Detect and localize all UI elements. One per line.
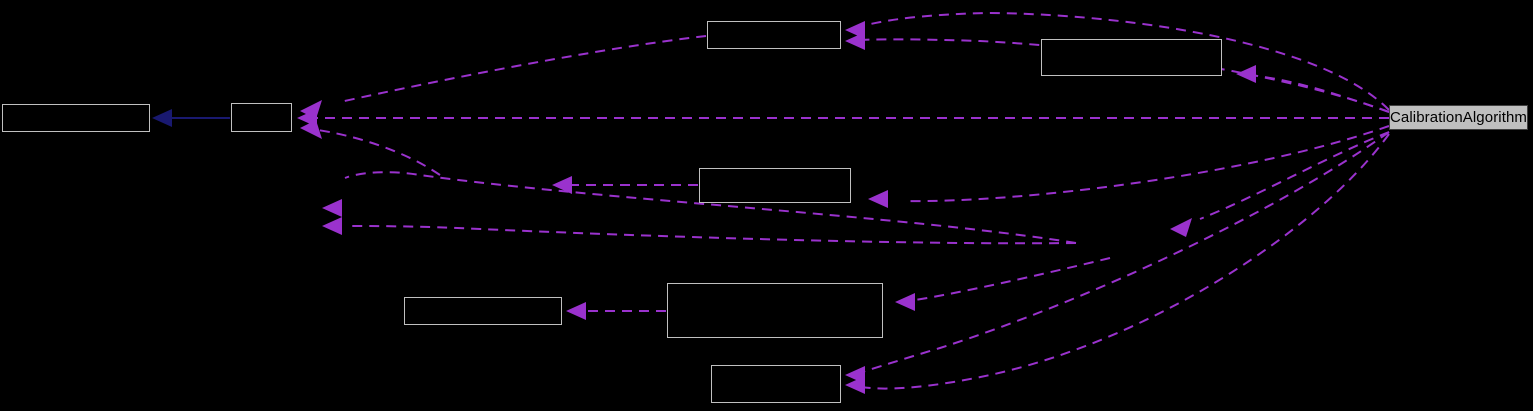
graph-arrowhead-edge-calibration-to-left-small-direct (297, 109, 317, 127)
node-top-right[interactable] (1041, 39, 1222, 76)
graph-arrowhead-edge-calibration-to-lower-center-big (895, 293, 915, 311)
graph-edge-edge-calibration-to-top-right (1257, 75, 1390, 113)
graph-arrowhead-edge-long-sweep-to-left-upper-arrowhead (322, 199, 342, 217)
node-top-center[interactable] (707, 21, 841, 49)
graph-arrowhead-edge-calibration-to-mid-center (868, 190, 888, 208)
graph-edge-edge-calibration-to-bottom-center-lower (861, 133, 1390, 390)
graph-edge-edge-long-sweep-to-left-lower-arrowhead (347, 225, 1077, 245)
graph-arrowhead-edge-mid-to-left-small-lower (300, 120, 322, 139)
graph-arrowhead-edge-mid-center-to-left-arrowhead (552, 176, 572, 194)
node-lower-center-big[interactable] (667, 283, 883, 338)
graph-edge-edge-mid-to-left-small-lower (317, 129, 441, 176)
graph-arrowhead-edge-calibration-to-top-center-upper (845, 21, 865, 39)
node-left-wide[interactable] (2, 104, 150, 132)
graph-edge-edge-calibration-to-lower-center-big (914, 257, 1111, 301)
graph-edge-edge-calibration-to-bottom-center-upper (861, 131, 1390, 373)
graph-arrowhead-edge-calibration-to-bottom-center-upper (845, 366, 865, 384)
graph-arrowhead-edge-calibration-to-bottom-center-lower (845, 376, 865, 394)
node-lower-left[interactable] (404, 297, 562, 325)
node-left-small[interactable] (231, 103, 292, 132)
graph-arrowhead-edge-top-center-to-left-small (300, 100, 322, 119)
graph-arrowhead-edge-long-sweep-to-left-lower-arrowhead (322, 217, 342, 235)
node-calibration-algorithm[interactable]: CalibrationAlgorithm (1389, 105, 1528, 130)
graph-arrowhead-edge-floating-arrow-mid-right (1170, 218, 1192, 237)
graph-edge-edge-floating-arrow-mid-right (1199, 131, 1390, 220)
graph-arrowhead-edge-lower-center-to-lower-left (566, 302, 586, 320)
graph-edge-edge-top-center-to-left-small (339, 35, 707, 103)
graph-arrowhead-edge-inheritance-left (152, 109, 172, 127)
graph-arrowhead-edge-calibration-to-top-center-lower (845, 32, 865, 50)
node-mid-center[interactable] (699, 168, 851, 203)
node-calibration-algorithm-label: CalibrationAlgorithm (1389, 109, 1528, 126)
node-bottom-center[interactable] (711, 365, 841, 403)
graph-edge-edge-calibration-to-mid-center (904, 125, 1390, 203)
graph-arrowhead-edge-calibration-to-top-right (1236, 65, 1256, 83)
